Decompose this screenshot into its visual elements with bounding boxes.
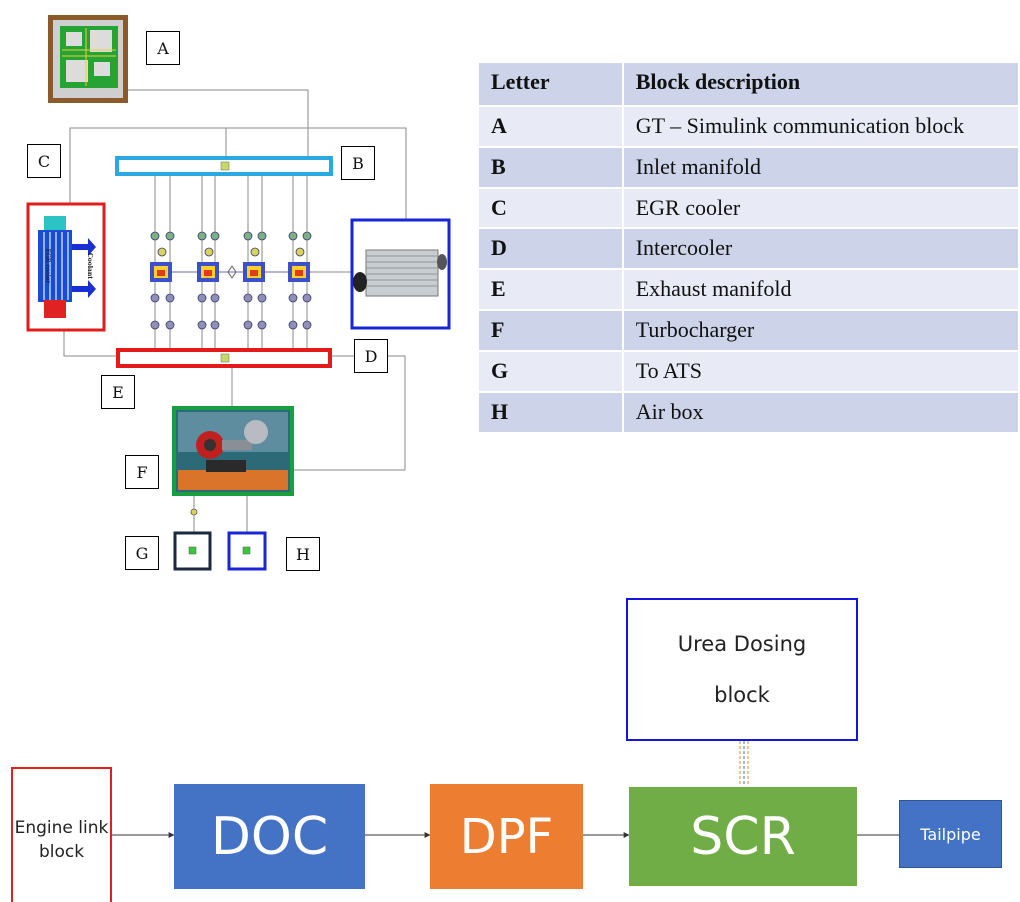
- row-description: EGR cooler: [622, 187, 1020, 230]
- row-letter: E: [479, 269, 624, 312]
- coolant-text: Coolant: [86, 253, 93, 279]
- turbocharger-block: [172, 406, 294, 496]
- dpf-block: DPF: [430, 784, 583, 889]
- row-letter: C: [479, 187, 624, 230]
- valve-icons: [150, 231, 312, 330]
- row-letter: H: [479, 391, 624, 434]
- tailpipe-block: Tailpipe: [899, 800, 1002, 868]
- row-description: Turbocharger: [622, 310, 1020, 352]
- gt-simulink-block-icon: [48, 15, 128, 103]
- doc-label: DOC: [210, 806, 329, 867]
- engine-schematic: EGR cooler Coolant: [26, 15, 451, 571]
- table-row: A GT – Simulink communication block: [479, 106, 1020, 148]
- engine-link-label: Engine link block: [14, 817, 109, 862]
- to-ats-block: [173, 531, 212, 571]
- table-row: B Inlet manifold: [479, 146, 1020, 189]
- table-row: H Air box: [479, 391, 1020, 434]
- scr-label: SCR: [690, 806, 796, 867]
- engine-cylinders: [150, 262, 310, 282]
- row-description: Inlet manifold: [622, 146, 1020, 189]
- egr-cooler-block: EGR cooler Coolant: [26, 202, 106, 332]
- egr-cooler-text: EGR cooler: [44, 249, 51, 284]
- label-a: A: [146, 31, 180, 65]
- urea-dosing-block: Urea Dosing block: [626, 598, 858, 741]
- dpf-label: DPF: [459, 808, 554, 865]
- scr-block: SCR: [629, 787, 857, 886]
- label-c: C: [27, 144, 61, 178]
- row-letter: B: [479, 146, 624, 189]
- doc-block: DOC: [174, 784, 365, 889]
- block-description-table: Letter Block description A GT – Simulink…: [479, 63, 1020, 434]
- label-f: F: [125, 455, 159, 489]
- table-row: C EGR cooler: [479, 187, 1020, 230]
- table-header-row: Letter Block description: [479, 63, 1020, 107]
- row-description: Air box: [622, 391, 1020, 434]
- label-e: E: [101, 375, 135, 409]
- label-h: H: [286, 537, 320, 571]
- table-row: D Intercooler: [479, 228, 1020, 271]
- urea-dosing-label: Urea Dosing block: [677, 632, 807, 707]
- row-description: To ATS: [622, 350, 1020, 393]
- engine-link-block: Engine link block: [11, 767, 112, 902]
- intercooler-block: [350, 218, 451, 330]
- label-d: D: [354, 339, 388, 373]
- row-description: Intercooler: [622, 228, 1020, 271]
- air-box-block: [227, 531, 267, 571]
- table-row: F Turbocharger: [479, 310, 1020, 352]
- table-row: E Exhaust manifold: [479, 269, 1020, 312]
- row-letter: A: [479, 106, 624, 148]
- table-row: G To ATS: [479, 350, 1020, 393]
- row-description: Exhaust manifold: [622, 269, 1020, 312]
- row-letter: G: [479, 350, 624, 393]
- header-letter: Letter: [479, 63, 624, 107]
- tailpipe-label: Tailpipe: [920, 824, 981, 844]
- label-b: B: [341, 146, 375, 180]
- row-description: GT – Simulink communication block: [622, 106, 1020, 148]
- row-letter: D: [479, 228, 624, 271]
- row-letter: F: [479, 310, 624, 352]
- label-g: G: [125, 536, 159, 570]
- header-description: Block description: [622, 63, 1020, 107]
